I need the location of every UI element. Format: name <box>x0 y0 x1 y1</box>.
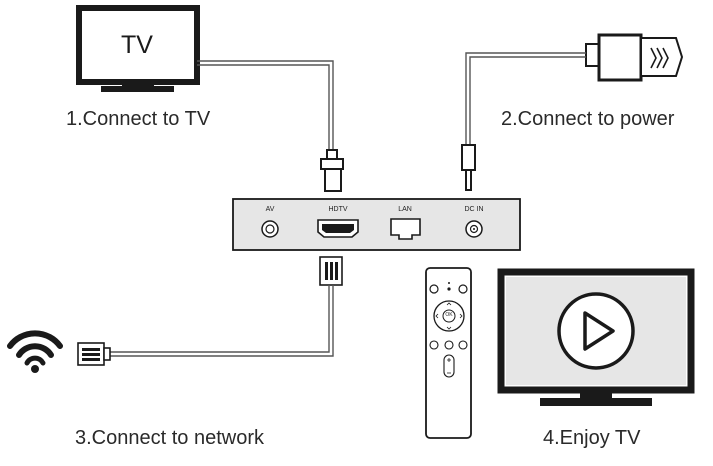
port-label-hdtv: HDTV <box>328 206 348 213</box>
ethernet-end-plug-icon <box>77 342 111 366</box>
dc-plug-icon <box>461 144 476 191</box>
power-cable <box>465 52 586 145</box>
step-2-label: 2.Connect to power <box>501 108 675 130</box>
play-icon <box>557 292 635 370</box>
port-label-av: AV <box>265 206 275 213</box>
power-adapter-icon <box>585 33 684 82</box>
ethernet-plug-icon <box>319 256 343 286</box>
hdtv-port <box>317 219 359 238</box>
hdmi-cable <box>197 60 334 152</box>
lan-port <box>390 218 421 240</box>
remote-ok-label: OK <box>445 312 453 318</box>
port-panel <box>232 198 521 251</box>
tv-screen-text: TV <box>121 31 153 59</box>
wifi-icon <box>7 330 63 373</box>
network-cable <box>109 285 334 357</box>
av-port <box>261 220 279 238</box>
step-1-label: 1.Connect to TV <box>66 108 211 130</box>
remote-control-icon <box>425 267 472 439</box>
hdmi-plug-icon <box>320 149 344 192</box>
tv-icon <box>76 5 200 92</box>
step-4-label: 4.Enjoy TV <box>543 427 641 449</box>
step-3-label: 3.Connect to network <box>75 427 264 449</box>
dc-in-port <box>465 220 483 238</box>
port-label-dc-in: DC IN <box>464 206 484 213</box>
port-label-lan: LAN <box>398 206 412 213</box>
